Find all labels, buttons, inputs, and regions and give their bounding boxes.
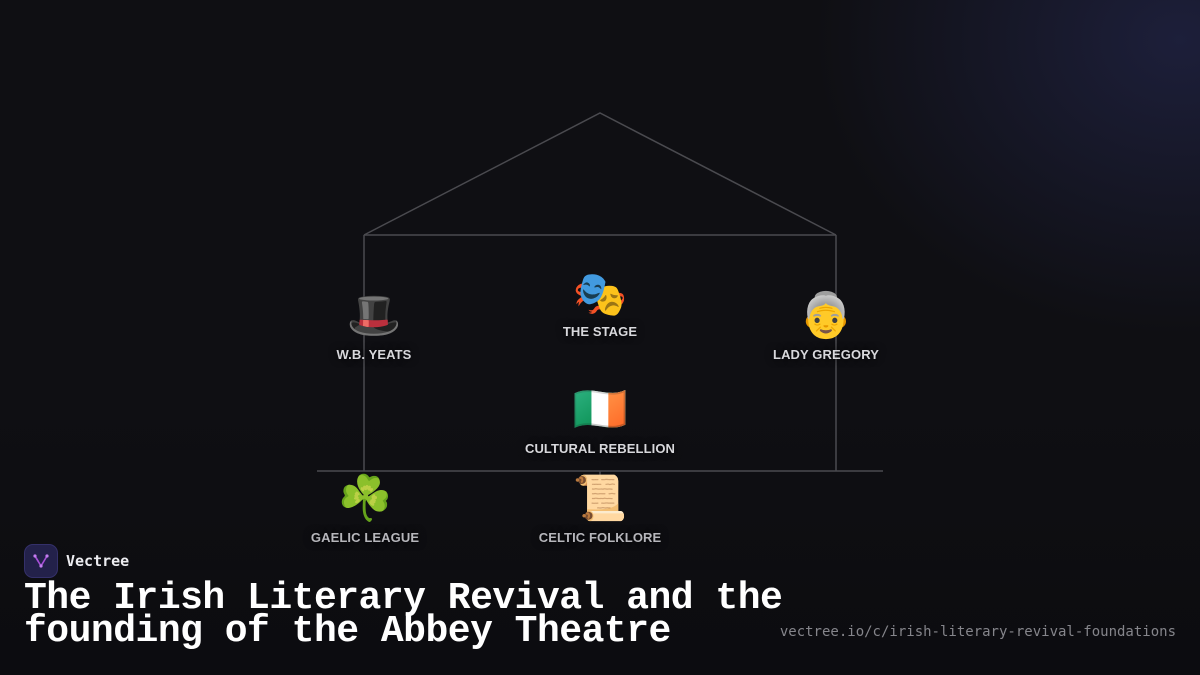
brand[interactable]: Vectree — [24, 544, 129, 578]
node-lady-gregory: 👵 LADY GREGORY — [726, 290, 926, 363]
node-celtic-folklore: 📜 CELTIC FOLKLORE — [500, 473, 700, 546]
vectree-logo-icon — [24, 544, 58, 578]
node-label: CELTIC FOLKLORE — [538, 530, 662, 545]
node-label: LADY GREGORY — [773, 347, 879, 362]
node-label: THE STAGE — [562, 324, 638, 339]
node-label: CULTURAL REBELLION — [524, 441, 676, 456]
node-label: W.B. YEATS — [336, 347, 412, 362]
page-title: The Irish Literary Revival and the found… — [24, 577, 783, 653]
shamrock-icon: ☘️ — [337, 473, 393, 524]
older-woman-icon: 👵 — [798, 290, 854, 341]
source-url[interactable]: vectree.io/c/irish-literary-revival-foun… — [779, 624, 1176, 640]
node-gaelic-league: ☘️ GAELIC LEAGUE — [265, 473, 465, 546]
roof-line — [363, 112, 837, 236]
scroll-icon: 📜 — [572, 473, 628, 524]
performing-arts-icon: 🎭 — [572, 269, 628, 320]
node-cultural-rebellion: 🇮🇪 CULTURAL REBELLION — [500, 384, 700, 457]
ireland-flag-icon: 🇮🇪 — [572, 384, 628, 435]
node-yeats: 🎩 W.B. YEATS — [274, 290, 474, 363]
top-hat-icon: 🎩 — [346, 290, 402, 341]
node-label: GAELIC LEAGUE — [310, 530, 420, 545]
brand-name: Vectree — [66, 552, 130, 570]
node-the-stage: 🎭 THE STAGE — [500, 269, 700, 340]
